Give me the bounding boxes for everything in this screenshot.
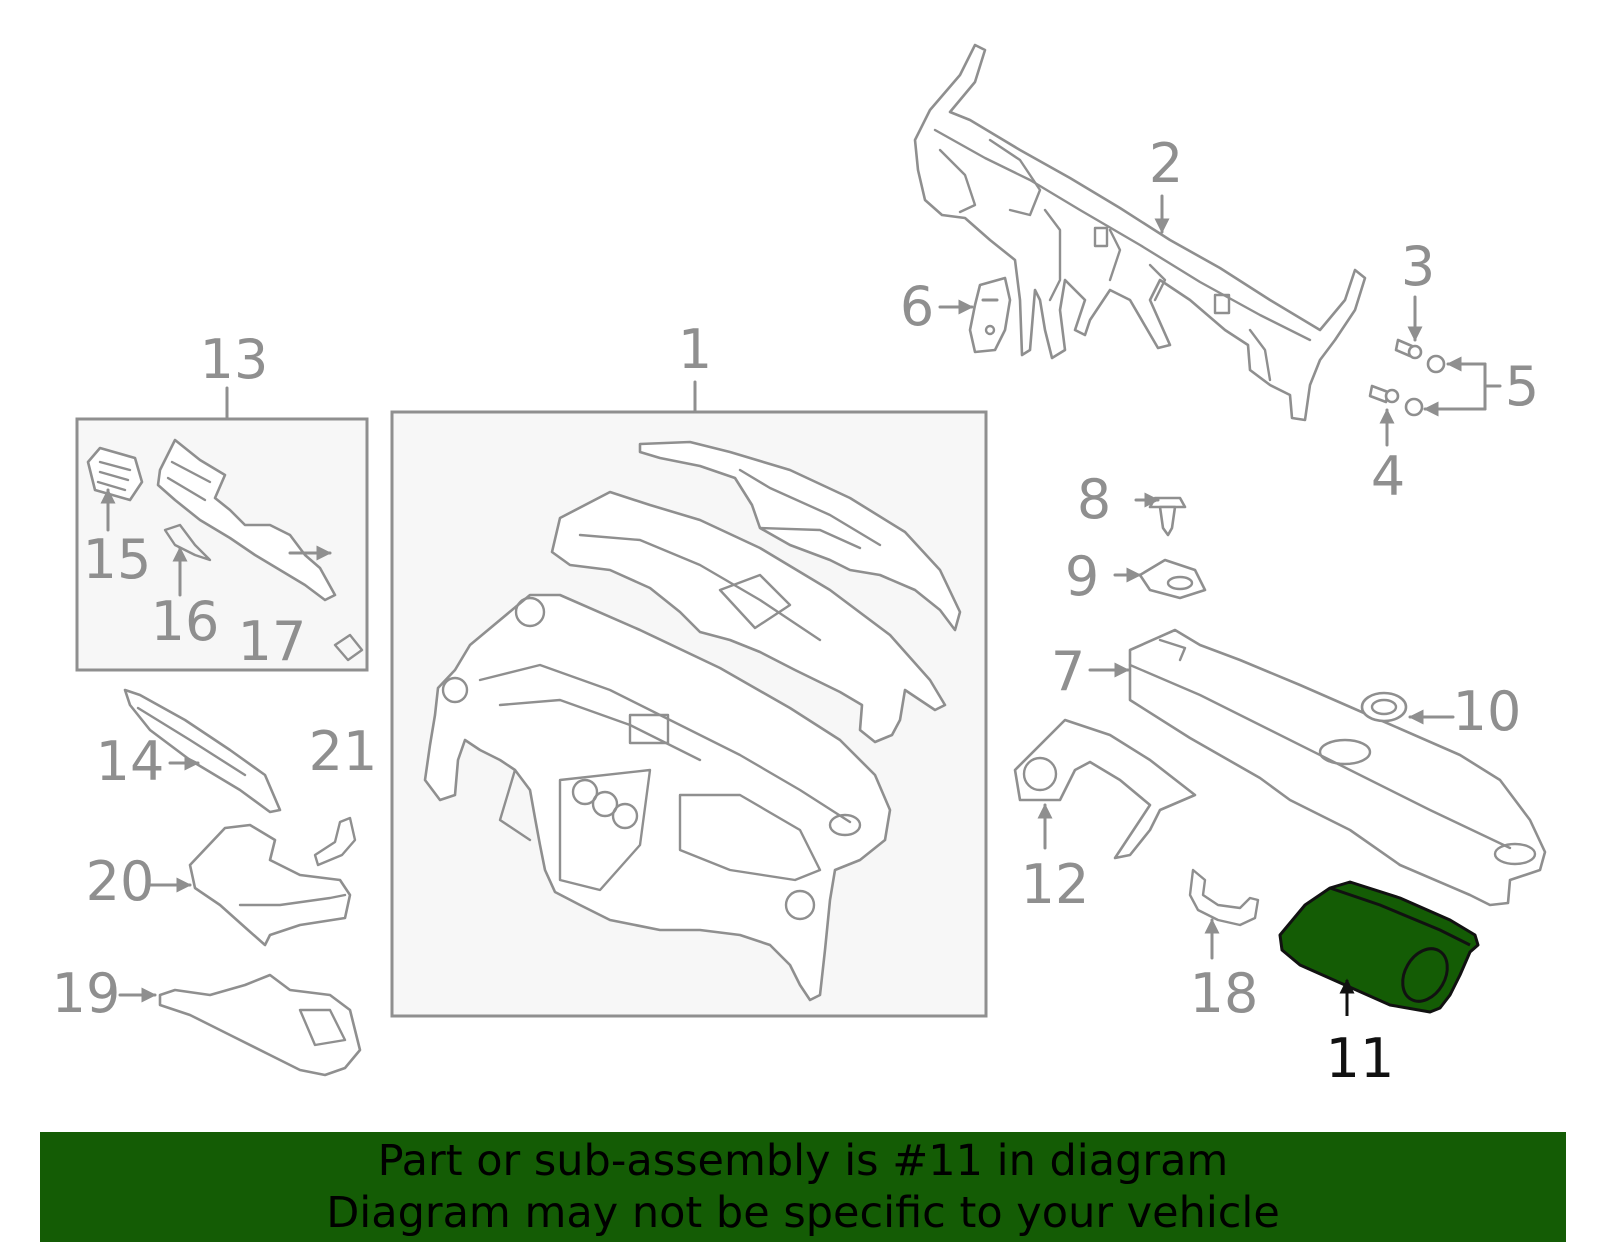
banner-line-1: Part or sub-assembly is #11 in diagram bbox=[377, 1136, 1229, 1186]
part-6-bracket bbox=[968, 276, 1012, 354]
callout-3: 3 bbox=[1401, 235, 1435, 298]
part-11-glove-box bbox=[1278, 880, 1480, 1014]
callout-2: 2 bbox=[1149, 132, 1183, 195]
part-info-banner: Part or sub-assembly is #11 in diagram D… bbox=[40, 1132, 1566, 1242]
part-19-panel bbox=[158, 973, 362, 1077]
callout-13: 13 bbox=[200, 328, 269, 391]
callout-15: 15 bbox=[83, 528, 152, 591]
callout-1: 1 bbox=[678, 318, 712, 381]
part-10-grommet bbox=[1360, 691, 1408, 723]
part-2-cross-car-beam bbox=[913, 43, 1367, 422]
callout-6: 6 bbox=[900, 275, 934, 338]
part-4-bolt bbox=[1368, 384, 1390, 404]
callout-18: 18 bbox=[1190, 962, 1259, 1025]
callout-10: 10 bbox=[1453, 680, 1522, 743]
callout-20: 20 bbox=[86, 850, 155, 913]
part-14-trim-strip bbox=[123, 688, 282, 814]
callout-19: 19 bbox=[52, 962, 121, 1025]
callout-17: 17 bbox=[238, 610, 307, 673]
part-12-bracket bbox=[1013, 718, 1197, 860]
callout-16: 16 bbox=[151, 590, 220, 653]
callout-9: 9 bbox=[1065, 545, 1099, 608]
callout-5: 5 bbox=[1505, 355, 1539, 418]
part-18-bracket bbox=[1188, 868, 1260, 927]
callout-21: 21 bbox=[309, 720, 378, 783]
part-1-upper-pad bbox=[638, 440, 962, 632]
banner-line-2: Diagram may not be specific to your vehi… bbox=[326, 1188, 1280, 1238]
callout-4: 4 bbox=[1371, 445, 1405, 508]
part-1-middle-retainer bbox=[550, 490, 947, 744]
part-20-duct bbox=[188, 823, 352, 947]
part-5-nut-upper bbox=[1426, 354, 1446, 374]
callout-14: 14 bbox=[96, 730, 165, 793]
callout-11: 11 bbox=[1326, 1027, 1395, 1090]
callout-7: 7 bbox=[1051, 640, 1085, 703]
part-13-trim-panel bbox=[156, 438, 337, 602]
part-17-clip bbox=[333, 633, 364, 662]
part-16-clip bbox=[163, 523, 212, 562]
part-15-vent bbox=[86, 446, 144, 502]
callout-8: 8 bbox=[1077, 468, 1111, 531]
part-21-bracket bbox=[313, 816, 357, 867]
part-5-nut-lower bbox=[1404, 397, 1424, 417]
part-1-instrument-panel bbox=[423, 593, 892, 1002]
part-7-panel bbox=[1128, 628, 1547, 907]
callout-12: 12 bbox=[1021, 853, 1090, 916]
